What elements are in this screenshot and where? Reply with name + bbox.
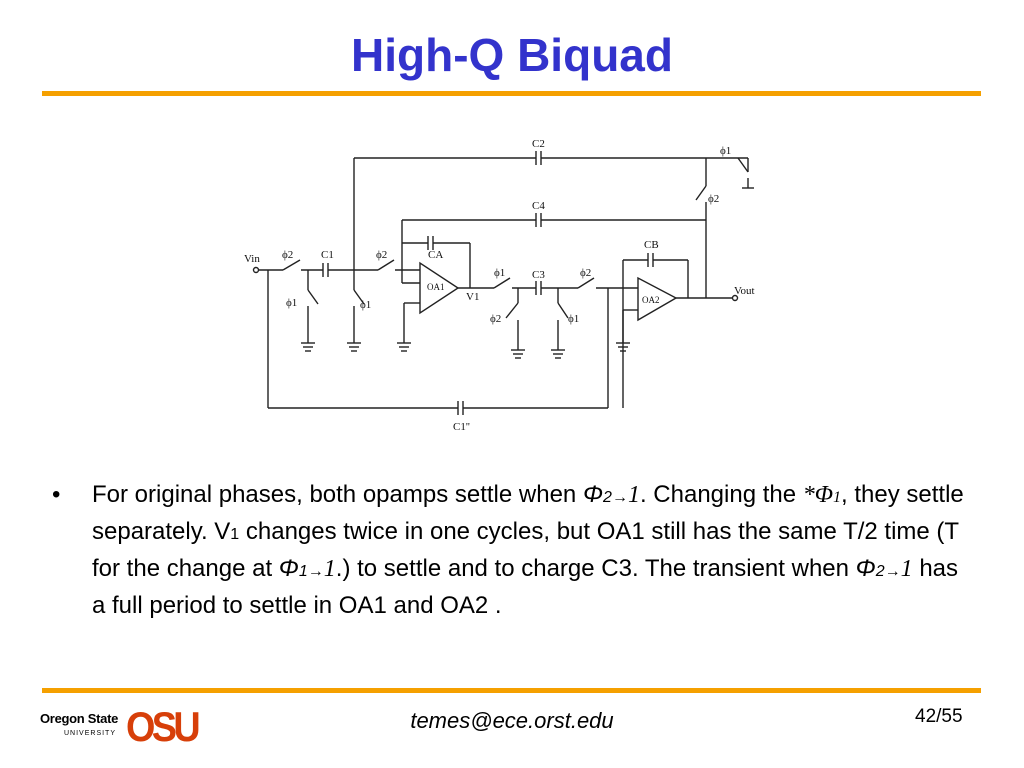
v1-label: V1 [466, 291, 479, 303]
text-seg3: , they settle separately. V [92, 481, 964, 545]
text-seg4: changes twice in one cycles, but OA1 sti… [92, 518, 959, 582]
page-number: 42/55 [915, 706, 963, 727]
phase-2-a: 2 [603, 489, 612, 506]
logo-name: Oregon State [40, 711, 119, 726]
phi2-label-right: ϕ2 [708, 193, 719, 205]
oa1-label: OA1 [427, 282, 445, 292]
c4-label: C4 [532, 200, 545, 212]
phi-symbol-3: Φ [278, 555, 299, 582]
vout-label: Vout [734, 285, 755, 297]
text-seg2: . Changing the [639, 481, 797, 508]
osu-logo: Oregon State UNIVERSITY OSU [40, 703, 201, 750]
bullet-paragraph: For original phases, both opamps settle … [92, 478, 967, 623]
cb-label: CB [644, 239, 659, 251]
phi1-label-input-ground: ϕ1 [286, 297, 297, 309]
phase-1-e: 1 [900, 556, 913, 582]
phi-symbol-2: Φ [814, 482, 834, 508]
logo-subname: UNIVERSITY [64, 730, 117, 737]
top-divider [42, 91, 981, 96]
phase-1-a: 1 [627, 482, 640, 508]
footer-email: temes@ece.orst.edu [410, 708, 614, 733]
phi1-label-top-right: ϕ1 [720, 145, 731, 157]
text-seg6: has a full period to settle in OA1 and O… [92, 555, 959, 619]
biquad-circuit-diagram: Vin Vout V1 OA1 OA2 C1 C2 C3 C4 CA CB C1… [244, 138, 755, 433]
phi1-label-oa1-output: ϕ1 [494, 267, 505, 279]
phi2-label-input: ϕ2 [282, 249, 293, 261]
ca-label: CA [428, 249, 443, 261]
vin-label: Vin [244, 253, 260, 265]
phi-symbol-4: Φ [855, 555, 876, 582]
phi-symbol-1: Φ [582, 481, 604, 508]
phase-2-b: 2 [875, 563, 885, 580]
text-seg5: .) to settle and to charge C3. The trans… [335, 555, 856, 582]
logo-mark: OSU [126, 703, 201, 750]
c2-label: C2 [532, 138, 545, 150]
c3-label: C3 [532, 269, 545, 281]
bottom-divider [42, 688, 981, 693]
phi1-label-c1-ground: ϕ1 [360, 299, 371, 311]
text-seg1: For original phases, both opamps settle … [92, 481, 583, 508]
slide-title: High-Q Biquad [351, 29, 673, 81]
arrow-2: → [307, 563, 324, 580]
star-symbol: * [802, 482, 815, 508]
phase-1-c: 1 [298, 563, 308, 580]
bullet-marker: • [52, 481, 61, 508]
oa2-label: OA2 [642, 295, 660, 305]
phase-1-d: 1 [323, 556, 336, 582]
phase-1-b: 1 [833, 489, 842, 506]
arrow-1: → [611, 489, 628, 506]
phi2-label-oa2-input: ϕ2 [580, 267, 591, 279]
phi2-label-oa1-input: ϕ2 [376, 249, 387, 261]
v1-subscript: 1 [230, 526, 240, 543]
arrow-3: → [884, 563, 901, 580]
phi1-label-c3-right-ground: ϕ1 [568, 313, 579, 325]
c1pp-label: C1'' [453, 421, 470, 433]
c1-label: C1 [321, 249, 334, 261]
phi2-label-c3-ground: ϕ2 [490, 313, 501, 325]
